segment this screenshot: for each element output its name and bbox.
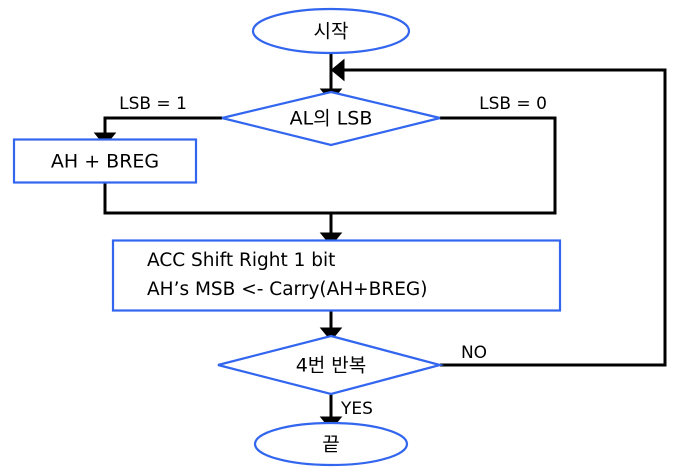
start-ellipse (251, 7, 411, 55)
end-ellipse (253, 421, 409, 467)
connector-loop-feedback (330, 58, 667, 367)
end-label: 끝 (322, 434, 339, 456)
add-breg-label: AH + BREG (51, 151, 159, 173)
decision-loop-label: 4번 반복 (296, 355, 367, 377)
add-breg-box (12, 138, 198, 184)
node-start[interactable]: 시작 (251, 7, 411, 55)
shift-label-line2: AH’s MSB <- Carry(AH+BREG) (147, 279, 427, 300)
shift-label-line1: ACC Shift Right 1 bit (147, 250, 335, 271)
connector-lsb0-bypass (331, 116, 557, 215)
edge-label-lsb-zero: LSB = 0 (479, 94, 547, 114)
edge-label-loop-yes: YES (340, 399, 373, 419)
decision-lsb-label: AL의 LSB (290, 108, 373, 130)
node-decision-lsb[interactable]: AL의 LSB (221, 90, 441, 147)
node-decision-loop[interactable]: 4번 반복 (217, 334, 445, 396)
connector-lsb1-to-add (93, 116, 222, 147)
node-shift[interactable]: ACC Shift Right 1 bit AH’s MSB <- Carry(… (111, 239, 562, 312)
edge-label-lsb-one: LSB = 1 (119, 94, 187, 114)
node-end[interactable]: 끝 (253, 421, 409, 467)
decision-lsb-diamond (221, 90, 441, 147)
connector-add-to-merge (103, 182, 331, 215)
start-label: 시작 (314, 21, 349, 43)
shift-box (111, 239, 562, 312)
edge-label-loop-no: NO (461, 343, 487, 363)
decision-loop-diamond (217, 334, 445, 396)
node-add-breg[interactable]: AH + BREG (12, 138, 198, 184)
